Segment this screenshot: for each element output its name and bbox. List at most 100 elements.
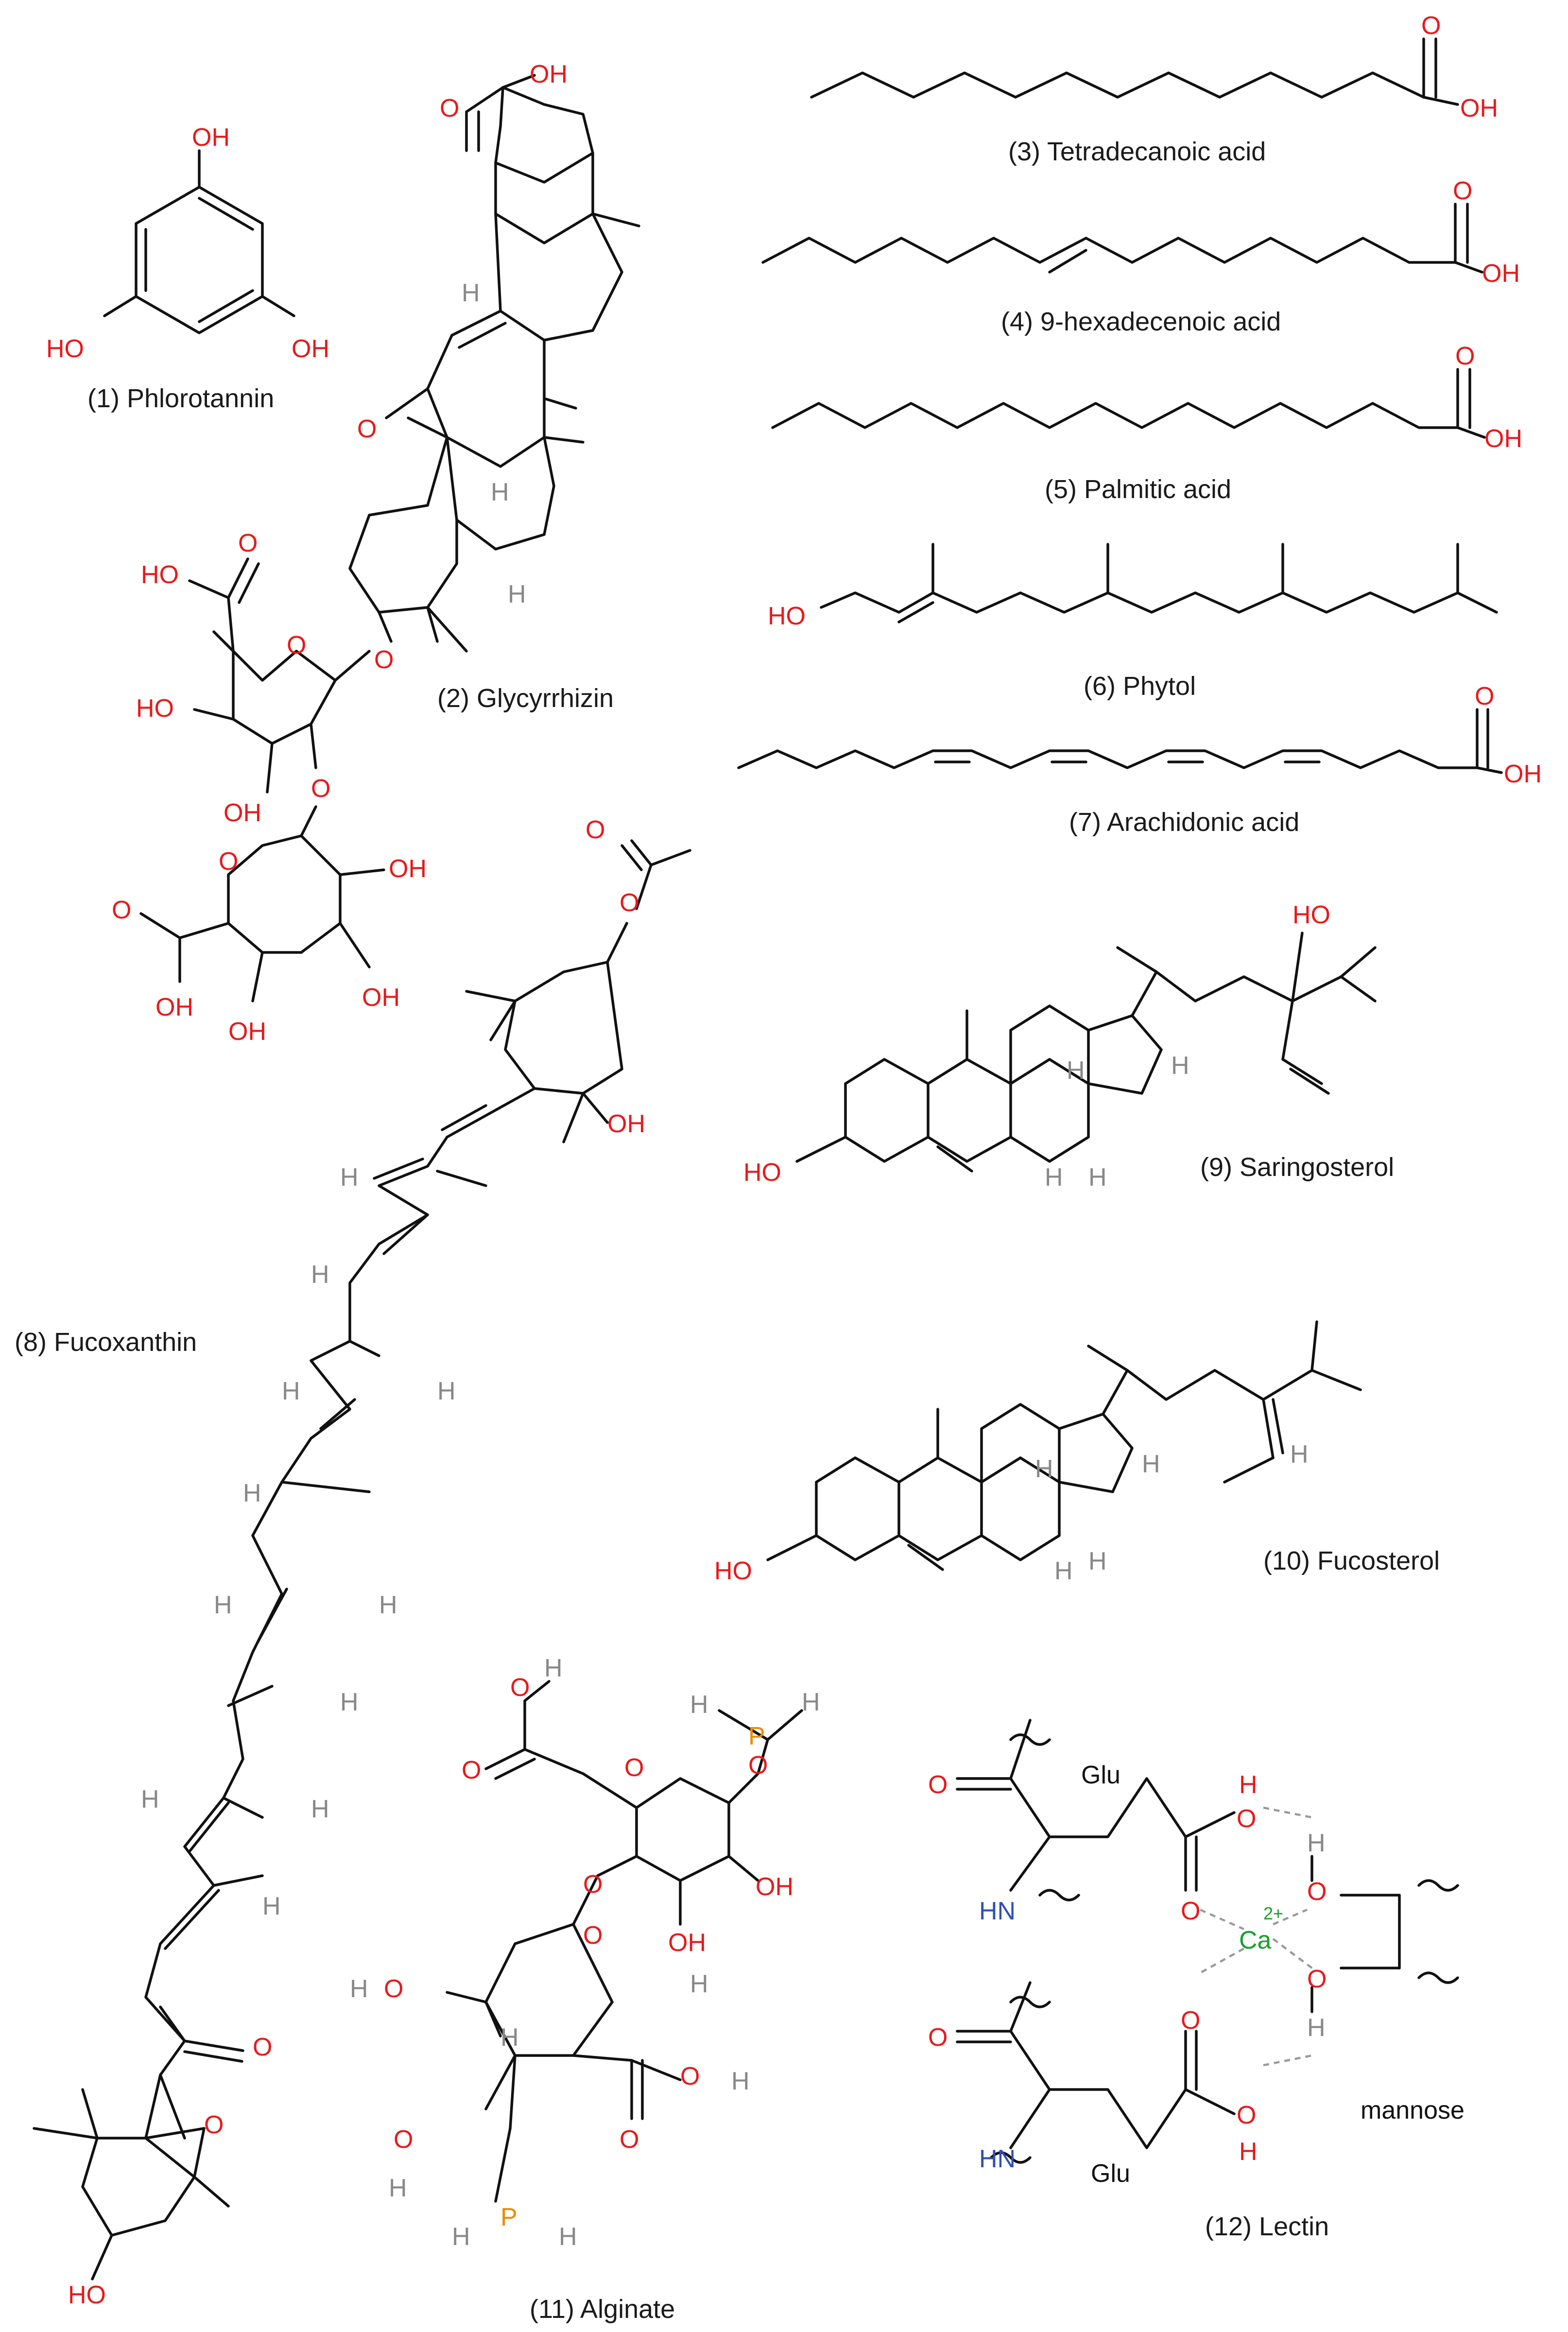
fucoxanthin-ketone: O (253, 2033, 272, 2061)
lectin-hn-top: HN (979, 1897, 1016, 1925)
alginate-ring-o1: O (624, 1754, 644, 1782)
alginate-oh-acid2: O (680, 2062, 700, 2090)
glycyrrhizin-ring-o2: O (219, 847, 238, 876)
tetradecanoic-structure: O OH (3) Tetradecanoic acid (810, 12, 1498, 166)
glycyrrhizin-sugar2-oh2: OH (389, 855, 427, 883)
caption-alginate: (11) Alginate (530, 2295, 675, 2324)
alginate-o-acid2: O (620, 2125, 639, 2154)
caption-phytol: (6) Phytol (1084, 672, 1196, 701)
caption-palmitic: (5) Palmitic acid (1045, 475, 1231, 504)
lectin-calcium: Ca (1239, 1926, 1272, 1954)
alginate-h-bottom: H (389, 2174, 407, 2202)
fucosterol-h2: H (1054, 1557, 1073, 1585)
lectin-hn-bottom: HN (979, 2145, 1016, 2173)
glycyrrhizin-structure: OH O O H H H O O HO O HO OH O O O OH OH … (112, 60, 640, 1046)
phytol-structure: HO (6) Phytol (768, 543, 1498, 701)
lectin-o2: O (928, 2023, 948, 2052)
saringosterol-h4: H (1171, 1052, 1189, 1080)
fucosterol-h4: H (1142, 1450, 1160, 1478)
saringosterol-oh-top: HO (1292, 901, 1330, 929)
fucoxanthin-h1: H (340, 1163, 359, 1192)
glycyrrhizin-sugar2-oh3: OH (362, 984, 400, 1012)
hexadecenoic-o: O (1453, 177, 1472, 205)
saringosterol-structure: HO HO H H H H (9) Saringosterol (743, 901, 1394, 1192)
phlorotannin-oh-top: OH (192, 123, 230, 152)
tetradecanoic-oh: OH (1460, 94, 1498, 122)
lectin-o-carbonyl-bottom: O (1181, 2006, 1200, 2035)
lectin-o-acid-top: O (1237, 1805, 1256, 1833)
arachidonic-o: O (1475, 682, 1494, 710)
alginate-ph1: H (690, 1691, 708, 1719)
fucoxanthin-h6: H (214, 1591, 232, 1619)
glycyrrhizin-sugar1-oh3: OH (224, 799, 261, 827)
caption-arachidonic: (7) Arachidonic acid (1069, 808, 1299, 837)
alginate-p-bottom: P (500, 2203, 517, 2231)
fucoxanthin-h5: H (243, 1479, 261, 1507)
caption-hexadecenoic: (4) 9-hexadecenoic acid (1001, 307, 1281, 336)
glycyrrhizin-h3: H (508, 580, 526, 608)
lectin-h-mannose2: H (1307, 2014, 1326, 2042)
alginate-h-mid: H (690, 1970, 708, 1998)
fucoxanthin-h7: H (379, 1591, 397, 1619)
lectin-o-acid-bottom: O (1237, 2101, 1256, 2129)
phlorotannin-structure: OH HO OH (1) Phlorotannin (46, 123, 329, 413)
lectin-h-o-top: H (1239, 1771, 1258, 1799)
lectin-h-o-bottom: H (1239, 2138, 1258, 2166)
glycyrrhizin-sugar2-oh4: OH (228, 1018, 266, 1046)
lectin-o1: O (928, 1771, 948, 1799)
alginate-oh-top: O (510, 1674, 530, 1702)
alginate-ph3: H (452, 2223, 470, 2251)
palmitic-o: O (1455, 342, 1475, 370)
glycyrrhizin-h1: H (462, 279, 480, 307)
fucosterol-h1: H (1035, 1455, 1053, 1483)
glycyrrhizin-oh-acid: OH (530, 60, 568, 88)
lectin-h-mannose1: H (1307, 1829, 1326, 1857)
alginate-p-top: P (748, 1722, 765, 1750)
glycyrrhizin-o-acid: O (440, 94, 459, 122)
fucoxanthin-oh-bottom: HO (68, 2281, 106, 2309)
saringosterol-h1: H (1067, 1056, 1085, 1085)
phlorotannin-oh-right: OH (292, 335, 329, 363)
fucoxanthin-structure: O O OH H H H H H H H H H H H O (15, 816, 691, 2309)
caption-tetradecanoic: (3) Tetradecanoic acid (1008, 137, 1266, 166)
fucoxanthin-h8: H (340, 1688, 359, 1716)
alginate-ph4: H (559, 2223, 577, 2251)
fucoxanthin-oh-top: OH (607, 1110, 645, 1138)
fucosterol-ho: HO (714, 1557, 752, 1585)
fucoxanthin-o-ester: O (620, 889, 639, 917)
glycyrrhizin-o-link2: O (311, 775, 330, 803)
alginate-oh-mid: OH (668, 1929, 706, 1957)
glycyrrhizin-sugar2-o: O (112, 896, 131, 924)
lectin-mannose: mannose (1361, 2096, 1465, 2125)
glycyrrhizin-sugar1-ho2: HO (136, 694, 174, 723)
fucosterol-h5: H (1290, 1440, 1309, 1468)
fucoxanthin-h9: H (141, 1785, 159, 1814)
caption-phlorotannin: (1) Phlorotannin (87, 384, 274, 413)
fucoxanthin-h4: H (282, 1377, 300, 1405)
alginate-h-acid2: H (731, 2067, 750, 2095)
arachidonic-structure: O OH (7) Arachidonic acid (737, 682, 1542, 837)
alginate-structure: O H O O O P H H OH OH H O O H O H O H P … (350, 1654, 820, 2324)
lectin-o-carbonyl-top: O (1181, 1897, 1200, 1925)
alginate-ring-o2: O (583, 1921, 603, 1950)
alginate-h-top: H (544, 1654, 563, 1682)
lectin-glu-bottom: Glu (1091, 2159, 1130, 2188)
phytol-ho: HO (768, 602, 806, 630)
fucoxanthin-h3: H (437, 1377, 456, 1405)
alginate-ph2: H (802, 1688, 820, 1716)
phlorotannin-oh-left: HO (46, 335, 84, 363)
lectin-calcium-charge: 2+ (1263, 1903, 1283, 1923)
fucoxanthin-h10: H (311, 1795, 329, 1823)
hexadecenoic-structure: O OH (4) 9-hexadecenoic acid (761, 177, 1520, 336)
glycyrrhizin-o-link: O (374, 646, 394, 674)
caption-lectin: (12) Lectin (1205, 2212, 1329, 2241)
tetradecanoic-o: O (1421, 12, 1441, 40)
saringosterol-h3: H (1088, 1163, 1107, 1192)
glycyrrhizin-sugar1-ho: HO (141, 561, 179, 589)
glycyrrhizin-sugar1-o: O (238, 529, 258, 557)
glycyrrhizin-ring-o1: O (287, 631, 306, 659)
lectin-o-mannose2: O (1307, 1965, 1327, 1993)
alginate-o-acid: O (462, 1756, 481, 1784)
alginate-o-left: O (384, 1975, 403, 2003)
